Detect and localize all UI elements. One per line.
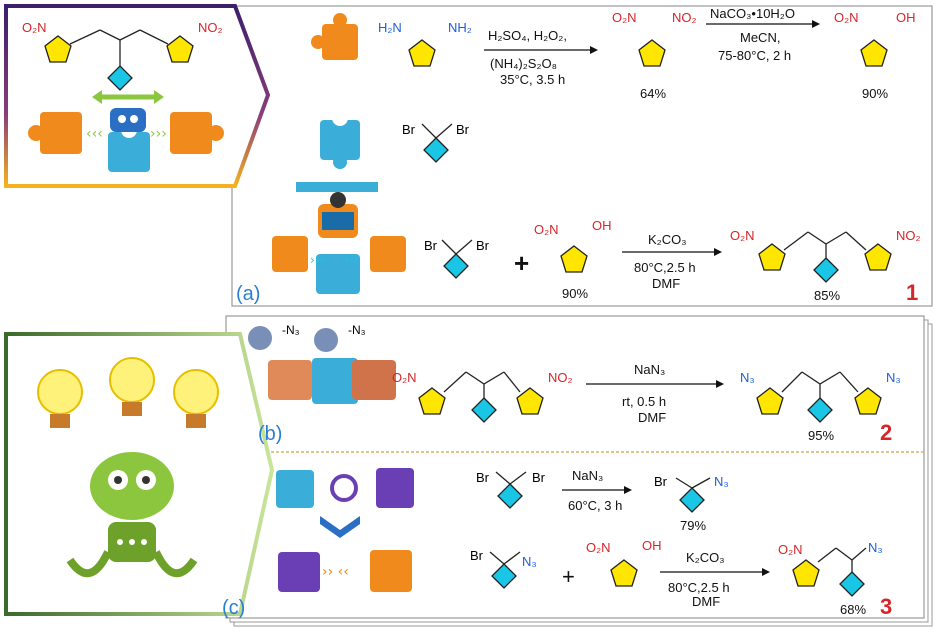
rxn-a3-conditions: 80°C,2.5 h <box>634 260 696 275</box>
atom-n3-p3: N₃ <box>868 540 883 555</box>
yield-a2: 90% <box>862 86 888 101</box>
compound-label-3: 3 <box>880 594 892 619</box>
svg-text:›››: ››› <box>310 253 324 267</box>
atom-br-a2-right: Br <box>456 122 470 137</box>
azide-tag-1: -N₃ <box>282 323 300 337</box>
product-1-structure <box>758 231 892 283</box>
atom-no2-p1: NO₂ <box>896 228 921 243</box>
idea-robot-icon <box>37 357 219 578</box>
atom-n3-c1-prod: N₃ <box>714 474 729 489</box>
panel-label-c: (c) <box>222 597 245 619</box>
atom-n3-b-left: N₃ <box>740 370 755 385</box>
rxn-a2-reagents: NaCO₃•10H₂O <box>710 6 795 21</box>
plus-a3: + <box>514 248 529 278</box>
plus-c2: + <box>562 564 575 589</box>
yield-c2: 68% <box>840 602 866 617</box>
atom-o2n-p3: O₂N <box>778 542 803 557</box>
target-molecule-1-icon <box>44 29 194 91</box>
rxn-b1-conditions: rt, 0.5 h <box>622 394 666 409</box>
rxn-a2-reagents2: MeCN, <box>740 30 780 45</box>
atom-o2n-a3: O₂N <box>534 222 559 237</box>
svg-text:›› ‹‹: ›› ‹‹ <box>322 564 349 580</box>
svg-text:›››: ››› <box>150 126 167 142</box>
swap-puzzle-icon: ›› ‹‹ <box>276 468 414 592</box>
svg-text:‹‹‹: ‹‹‹ <box>86 126 103 142</box>
svg-text:‹‹‹: ‹‹‹ <box>344 253 358 267</box>
rxn-c1-conditions: 60°C, 3 h <box>568 498 622 513</box>
atom-br-c1-right: Br <box>532 470 546 485</box>
atom-oh-a3: OH <box>592 218 612 233</box>
yield-a1: 64% <box>640 86 666 101</box>
rxn-c2-reagents: K₂CO₃ <box>686 550 725 565</box>
atom-no2-right: NO₂ <box>198 20 223 35</box>
panel-label-a: (a) <box>236 283 260 305</box>
rxn-a1-reagents2: (NH₄)₂S₂O₈ <box>490 56 557 71</box>
rxn-a1-reagents: H₂SO₄, H₂O₂, <box>488 28 567 43</box>
puzzle-robot-icon: ‹‹‹ ››› <box>28 90 224 172</box>
atom-br-c1-left: Br <box>476 470 490 485</box>
yield-c1: 79% <box>680 518 706 533</box>
panel-label-b: (b) <box>258 423 282 445</box>
rxn-c2-conditions: 80°C,2.5 h <box>668 580 730 595</box>
atom-o2n-b: O₂N <box>392 370 417 385</box>
atom-o2n-a2: O₂N <box>834 10 859 25</box>
yield-a3-start: 90% <box>562 286 588 301</box>
yield-b1: 95% <box>808 428 834 443</box>
puzzle-blue-icon <box>320 110 360 169</box>
rxn-a3-reagents: K₂CO₃ <box>648 232 687 247</box>
compound-label-1: 1 <box>906 280 918 305</box>
rxn-b1-solvent: DMF <box>638 410 666 425</box>
puzzle-orange-icon <box>311 13 358 60</box>
compound-label-2: 2 <box>880 420 892 445</box>
rxn-a2-conditions: 75-80°C, 2 h <box>718 48 791 63</box>
rxn-c1-reagents: NaN₃ <box>572 468 603 483</box>
atom-br-a3-right: Br <box>476 238 490 253</box>
product-3-structure <box>792 547 867 597</box>
atom-oh-a2: OH <box>896 10 916 25</box>
atom-no2-b: NO₂ <box>548 370 573 385</box>
rxn-b1-reagents: NaN₃ <box>634 362 665 377</box>
product-2-structure <box>756 371 882 423</box>
rxn-a3-solvent: DMF <box>652 276 680 291</box>
rxn-a1-conditions: 35°C, 3.5 h <box>500 72 565 87</box>
atom-nh2: NH₂ <box>448 20 472 35</box>
assembler-robot-icon: ››› ‹‹‹ <box>272 182 406 294</box>
atom-o2n-a1: O₂N <box>612 10 637 25</box>
atom-o2n-p1: O₂N <box>730 228 755 243</box>
atom-h2n: H₂N <box>378 20 402 35</box>
atom-br-a3-left: Br <box>424 238 438 253</box>
azide-puzzle-icon <box>248 326 396 404</box>
yield-a3: 85% <box>814 288 840 303</box>
rxn-c2-solvent: DMF <box>692 594 720 609</box>
atom-n3-b-right: N₃ <box>886 370 901 385</box>
atom-o2n-c2: O₂N <box>586 540 611 555</box>
reactant-b-structure <box>418 371 544 423</box>
atom-oh-c2: OH <box>642 538 662 553</box>
atom-o2n-left: O₂N <box>22 20 47 35</box>
azide-tag-2: -N₃ <box>348 323 366 337</box>
atom-br-c1-prod: Br <box>654 474 668 489</box>
atom-no2-a1: NO₂ <box>672 10 697 25</box>
atom-n3-c2: N₃ <box>522 554 537 569</box>
atom-br-a2-left: Br <box>402 122 416 137</box>
atom-br-c2: Br <box>470 548 484 563</box>
